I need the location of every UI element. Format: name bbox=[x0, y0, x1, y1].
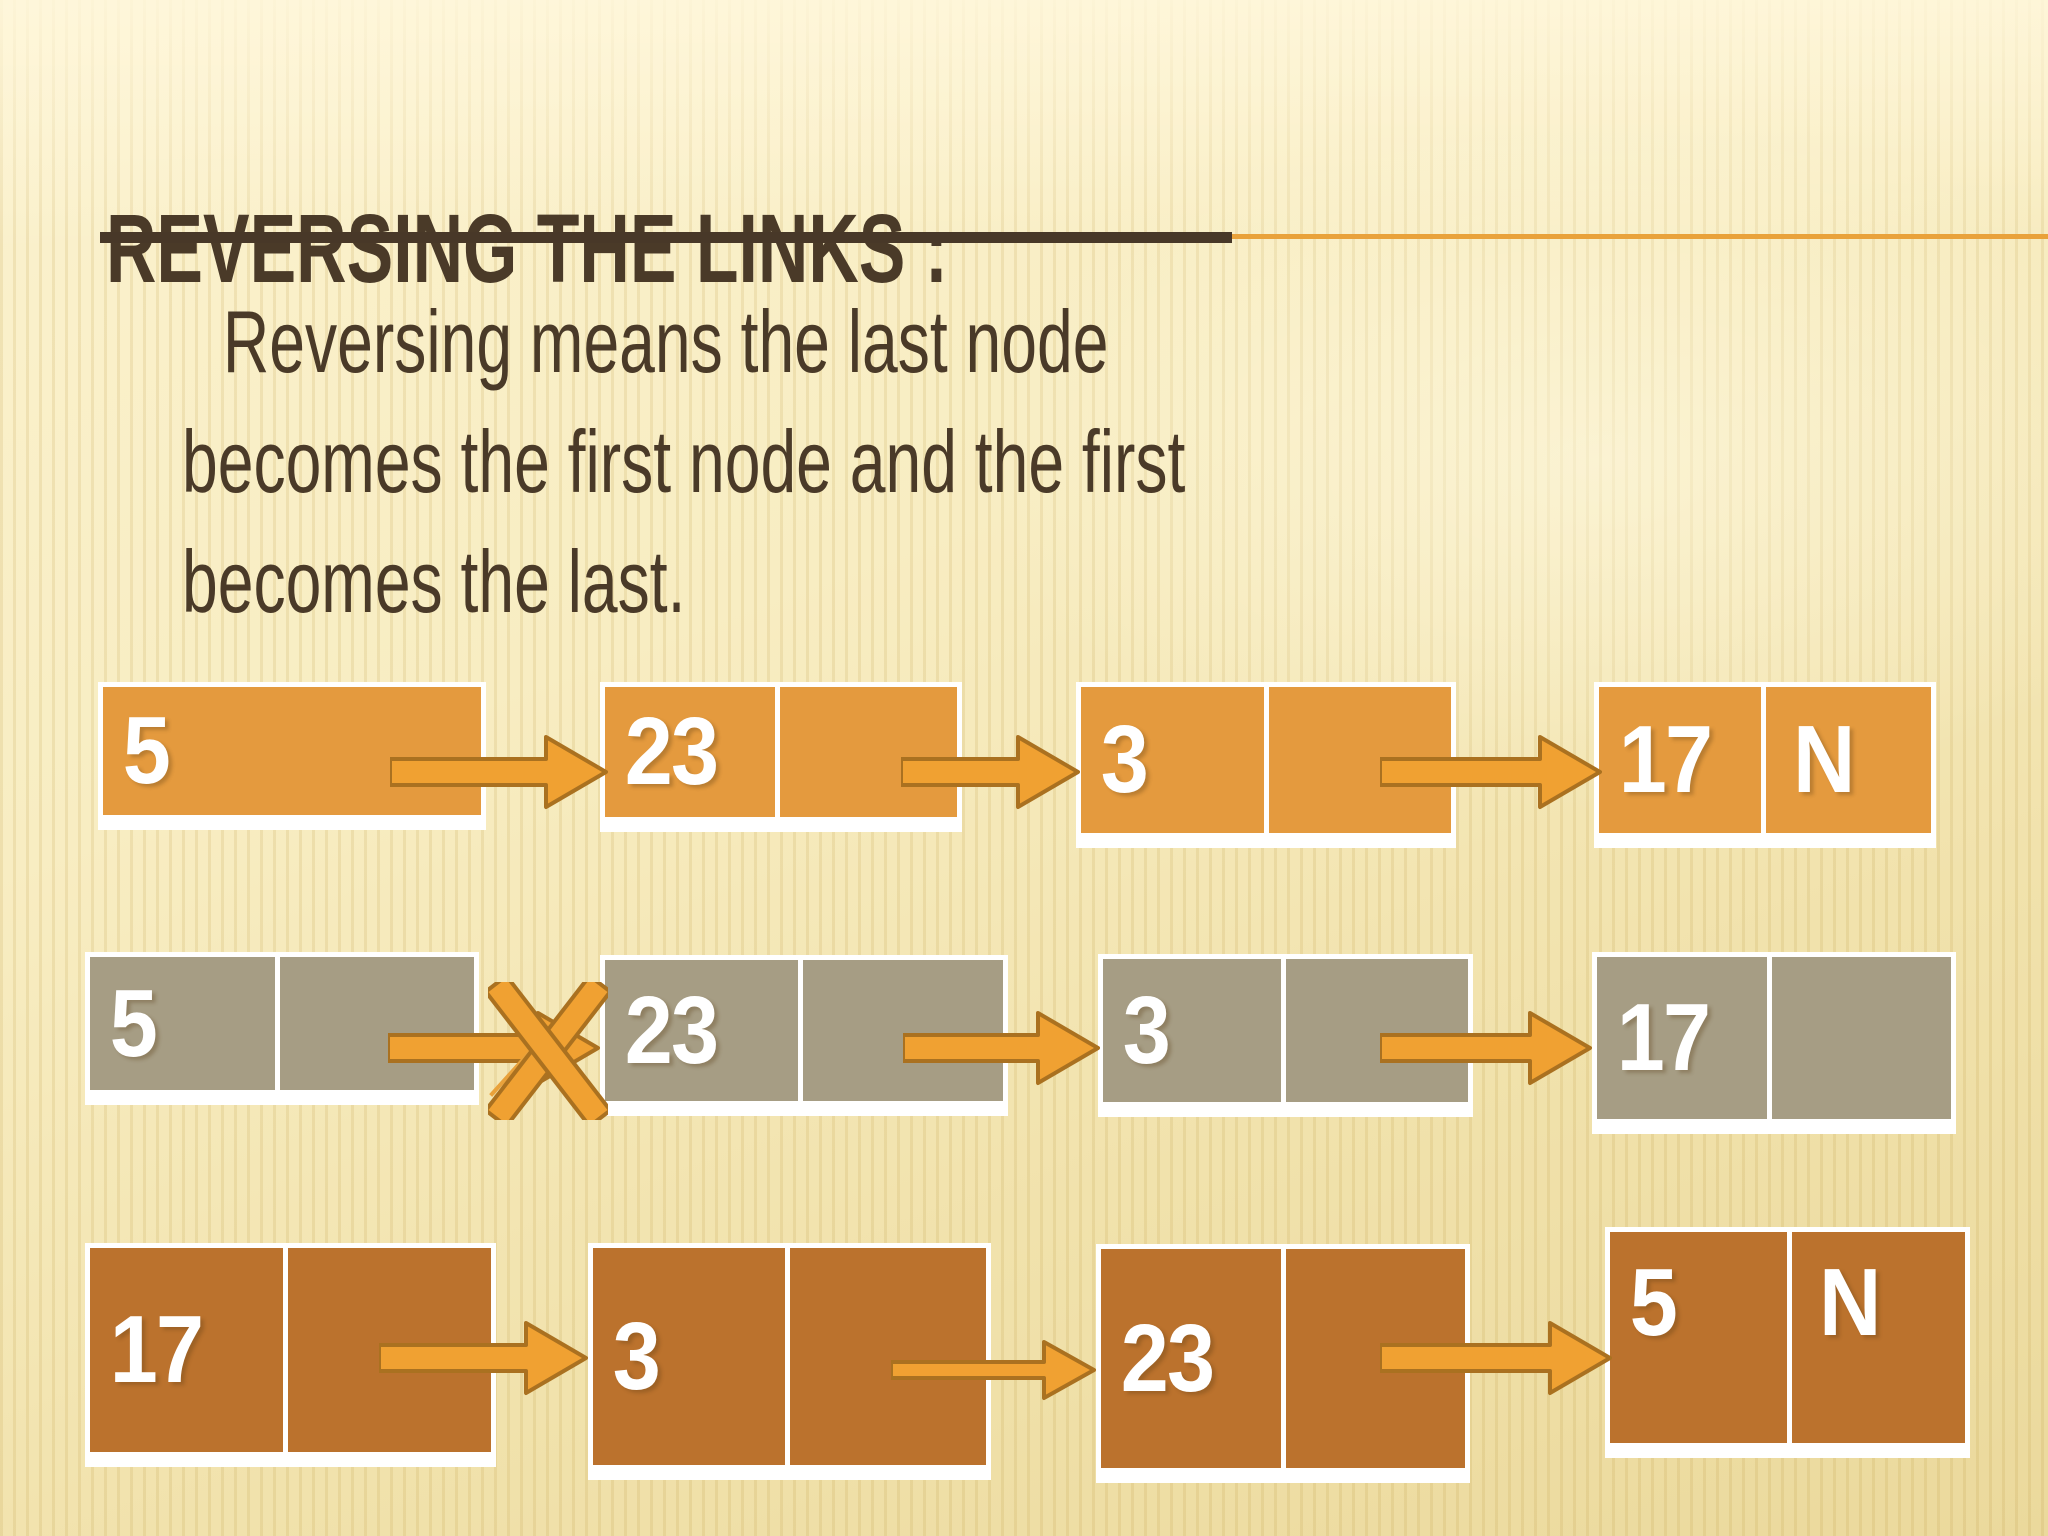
cross-out-icon bbox=[482, 972, 614, 1130]
node-box: 23 bbox=[1096, 1244, 1470, 1483]
node-data-cell: 5 bbox=[103, 687, 481, 815]
node-pointer-cell bbox=[1286, 1249, 1465, 1468]
title-rule-orange bbox=[1232, 234, 2048, 239]
node-value: 23 bbox=[624, 976, 719, 1084]
node-pointer-cell-null: N bbox=[1792, 1232, 1965, 1443]
node-box: 3 bbox=[588, 1243, 991, 1480]
node-box: 3 bbox=[1076, 682, 1456, 848]
node-box: 23 bbox=[600, 682, 962, 832]
node-box: 17 bbox=[1592, 952, 1956, 1134]
node-value: 5 bbox=[1629, 1249, 1678, 1356]
node-data-cell: 3 bbox=[1103, 959, 1281, 1102]
title-underline bbox=[100, 232, 1232, 243]
node-box: 5 bbox=[98, 682, 486, 830]
node-pointer-cell bbox=[1269, 687, 1451, 833]
node-box: 17 N bbox=[1594, 682, 1936, 848]
node-value: 17 bbox=[109, 1296, 204, 1403]
node-data-cell: 23 bbox=[605, 687, 775, 817]
node-value: 17 bbox=[1616, 984, 1711, 1091]
node-box: 3 bbox=[1098, 954, 1473, 1117]
node-pointer-cell-null: N bbox=[1766, 687, 1931, 833]
node-pointer-cell bbox=[780, 687, 957, 817]
node-value: 23 bbox=[624, 698, 719, 805]
node-data-cell: 5 bbox=[90, 957, 275, 1090]
node-value: 23 bbox=[1120, 1304, 1215, 1412]
node-pointer-cell bbox=[288, 1248, 491, 1452]
node-value: 5 bbox=[122, 697, 171, 804]
node-value: 3 bbox=[1100, 706, 1149, 813]
node-data-cell: 17 bbox=[1597, 957, 1767, 1119]
node-pointer-cell bbox=[1772, 957, 1951, 1119]
node-data-cell: 17 bbox=[90, 1248, 283, 1452]
node-data-cell: 3 bbox=[1081, 687, 1264, 833]
node-data-cell: 23 bbox=[1101, 1249, 1281, 1468]
body-text: Reversing means the last node becomes th… bbox=[182, 282, 1185, 642]
node-pointer-cell bbox=[790, 1248, 986, 1465]
pointer-label: N bbox=[1819, 1249, 1881, 1356]
node-data-cell: 3 bbox=[593, 1248, 785, 1465]
node-value: 17 bbox=[1618, 706, 1713, 813]
node-pointer-cell bbox=[803, 960, 1003, 1101]
node-box: 23 bbox=[600, 955, 1008, 1116]
body-line: becomes the last. bbox=[182, 532, 686, 631]
body-line: Reversing means the last node bbox=[222, 292, 1109, 391]
node-pointer-cell bbox=[280, 957, 474, 1090]
node-box: 5 bbox=[85, 952, 479, 1105]
node-pointer-cell bbox=[1286, 959, 1468, 1102]
node-box: 17 bbox=[85, 1243, 496, 1467]
pointer-label: N bbox=[1793, 706, 1855, 813]
node-value: 3 bbox=[612, 1302, 661, 1410]
node-data-cell: 17 bbox=[1599, 687, 1761, 833]
node-value: 5 bbox=[109, 969, 158, 1077]
node-data-cell: 23 bbox=[605, 960, 798, 1101]
slide-title: REVERSING THE LINKS : bbox=[106, 193, 949, 303]
node-value: 3 bbox=[1122, 976, 1171, 1084]
body-line: becomes the first node and the first bbox=[182, 412, 1186, 511]
node-data-cell: 5 bbox=[1610, 1232, 1787, 1443]
